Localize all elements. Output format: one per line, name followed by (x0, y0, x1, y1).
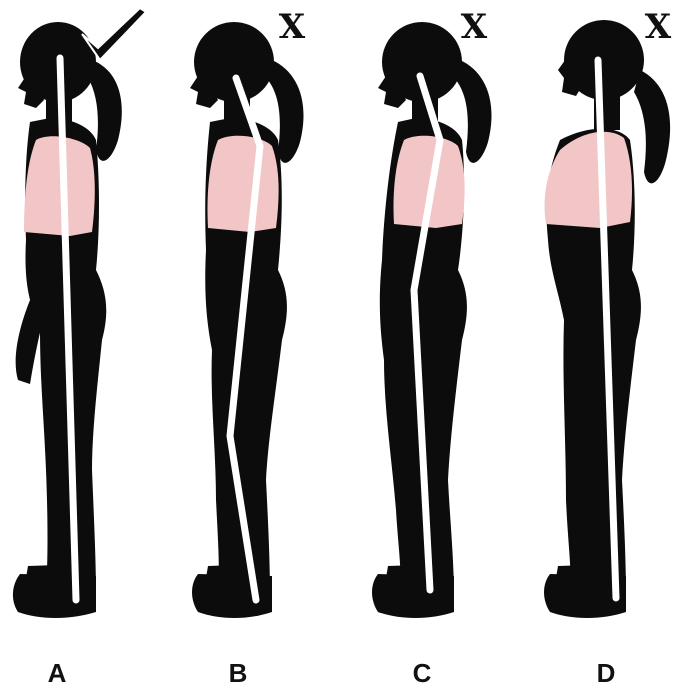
x-mark-c: X (461, 7, 488, 47)
panel-label-a: A (48, 658, 67, 688)
panel-label-c: C (413, 658, 432, 688)
panel-label-d: D (597, 658, 616, 688)
panel-b: X B (190, 7, 306, 688)
x-mark-b: X (279, 7, 306, 47)
panel-d: X D (544, 7, 672, 688)
panel-c: X C (372, 7, 492, 688)
panel-a: A (13, 8, 146, 688)
panel-label-b: B (229, 658, 248, 688)
top-b (207, 136, 278, 232)
x-mark-d: X (645, 7, 672, 47)
